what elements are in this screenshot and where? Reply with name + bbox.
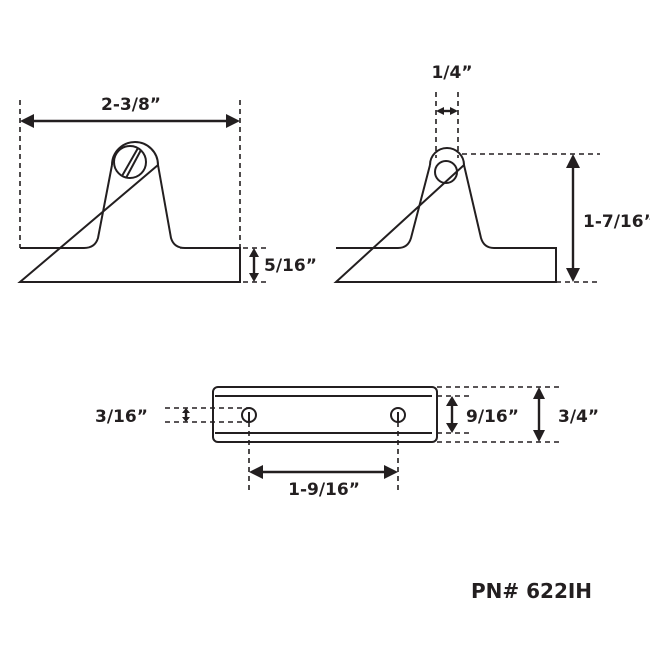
arrow-up-icon	[566, 154, 580, 168]
arrow-down-icon	[249, 273, 259, 282]
arrow-left-icon	[249, 465, 263, 479]
side-view: 1/4” 1-7/16”	[333, 63, 650, 283]
arrow-right-icon	[226, 114, 240, 128]
part-number: PN# 622IH	[471, 579, 592, 603]
front-view: 2-3/8” 5/16”	[17, 95, 317, 283]
arrow-left-icon	[450, 107, 458, 115]
arrow-down-icon	[182, 417, 190, 422]
front-view-lug-top	[111, 141, 159, 166]
arrow-down-icon	[446, 423, 458, 433]
pin-slot	[121, 147, 139, 177]
overall-height-label: 1-7/16”	[583, 212, 650, 232]
pin-slot-edge	[125, 149, 142, 179]
hole-slot-label: 3/16”	[95, 407, 148, 427]
base-plate	[212, 386, 438, 443]
arrow-down-icon	[566, 268, 580, 282]
arrow-right-icon	[384, 465, 398, 479]
arrow-up-icon	[533, 387, 545, 399]
base-thickness-label: 5/16”	[264, 256, 317, 276]
pivot-hole	[434, 160, 458, 184]
top-view: 3/16” 1-9/16” 9/16” 3/4”	[95, 386, 599, 500]
base-depth-label: 3/4”	[558, 407, 599, 427]
inner-width-label: 9/16”	[466, 407, 519, 427]
arrow-up-icon	[249, 248, 259, 257]
side-view-outline	[333, 163, 557, 283]
side-view-lug-top	[429, 147, 465, 166]
arrow-up-icon	[446, 396, 458, 406]
front-view-outline	[17, 163, 241, 283]
arrow-left-icon	[20, 114, 34, 128]
hole-spacing-label: 1-9/16”	[288, 480, 360, 500]
overall-width-label: 2-3/8”	[101, 95, 161, 115]
hole-diameter-label: 1/4”	[431, 63, 472, 83]
arrow-right-icon	[436, 107, 444, 115]
pivot-pin	[113, 145, 147, 179]
arrow-down-icon	[533, 430, 545, 442]
arrow-up-icon	[182, 408, 190, 413]
